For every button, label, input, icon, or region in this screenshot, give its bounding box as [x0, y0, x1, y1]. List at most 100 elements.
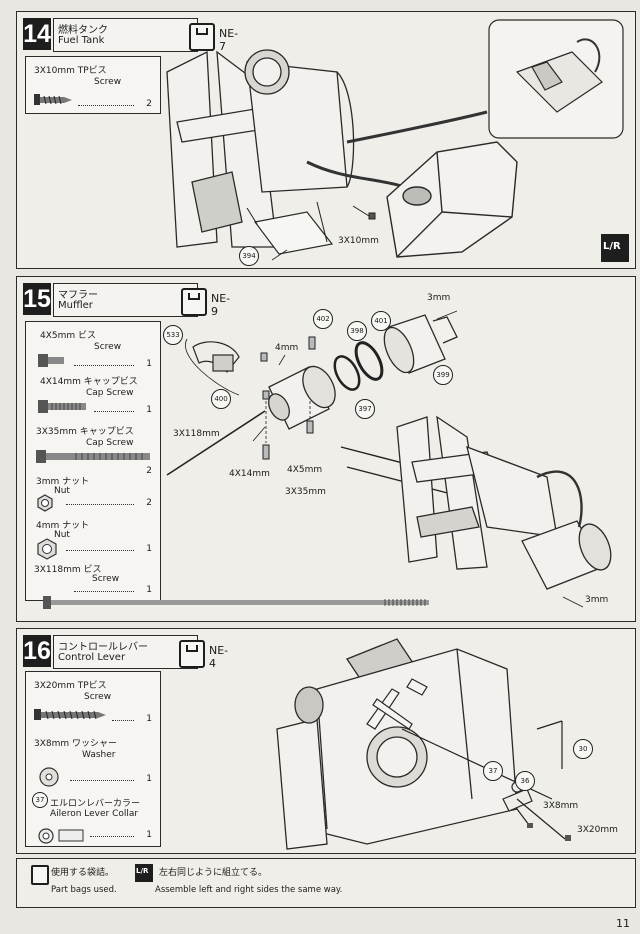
parts-list: 3X10mm TPビス Screw 2 [25, 56, 161, 114]
left-right-icon: L/R [601, 234, 629, 262]
screw-icon [38, 354, 64, 367]
screw-size-label: 3X118mm [173, 429, 220, 439]
fuel-tank-diagram [166, 19, 624, 261]
bag-code: NE-9 [211, 292, 231, 318]
part-name-en: Screw [84, 692, 112, 702]
control-lever-diagram [276, 638, 571, 850]
part-name-en: Cap Screw [86, 388, 134, 398]
quantity-leader [112, 720, 134, 721]
part-name-en: Screw [92, 574, 120, 584]
part-name-jp: 3X118mm ビス [34, 565, 102, 575]
part-callout: 30 [573, 739, 593, 759]
legend-lr-jp: 左右同じように組立てる。 [159, 868, 268, 878]
legend-footer: 使用する袋詰。 Part bags used. L/R 左右同じように組立てる。… [16, 858, 636, 908]
bag-code: NE-7 [219, 27, 239, 53]
part-quantity: 2 [146, 498, 152, 508]
tp-screw-icon [34, 94, 72, 105]
quantity-leader [74, 365, 134, 366]
part-name-en: Nut [54, 486, 70, 496]
part-quantity: 1 [146, 359, 152, 369]
step-title: 燃料タンク Fuel Tank [53, 18, 198, 52]
part-name-jp: 3X35mm キャップビス [36, 427, 134, 437]
part-quantity: 2 [146, 466, 152, 476]
legend-bag-jp: 使用する袋詰。 [51, 868, 115, 878]
muffler-diagram [166, 310, 612, 608]
part-quantity: 2 [146, 99, 152, 109]
step-title: コントロールレバー Control Lever [53, 635, 198, 669]
part-callout: 398 [347, 321, 367, 341]
quantity-leader [70, 780, 134, 781]
part-name-jp: 4X5mm ビス [40, 331, 97, 341]
step-15-panel: 15 マフラー Muffler NE-9 4X5mm ビス Screw 1 [16, 276, 636, 622]
part-name-en: Screw [94, 77, 122, 87]
part-callout: 533 [163, 325, 183, 345]
screw-size-label: 4X14mm [229, 469, 270, 479]
step-title: マフラー Muffler [53, 283, 198, 317]
step-number: 16 [23, 635, 51, 667]
collar-side-icon [58, 829, 84, 842]
part-quantity: 1 [146, 405, 152, 415]
part-quantity: 1 [146, 774, 152, 784]
cap-screw-icon [36, 450, 150, 463]
part-name-en: Nut [54, 530, 70, 540]
nut-size-label: 3mm [585, 595, 609, 605]
parts-list: 4X5mm ビス Screw 1 4X14mm キャップビス Cap Screw [25, 321, 161, 601]
part-callout: 394 [239, 246, 259, 266]
left-right-icon: L/R [135, 864, 153, 882]
quantity-leader [66, 504, 134, 505]
part-callout: 402 [313, 309, 333, 329]
part-callout: 37 [483, 761, 503, 781]
bag-code: NE-4 [209, 644, 229, 670]
part-callout: 401 [371, 311, 391, 331]
part-quantity: 1 [146, 544, 152, 554]
step-title-en: Control Lever [58, 652, 126, 663]
part-name-jp: 4X14mm キャップビス [40, 377, 138, 387]
screw-size-label: 3X20mm [577, 825, 618, 835]
nut-size-label: 4mm [275, 343, 299, 353]
lr-icon-text: L/R [136, 867, 149, 875]
part-name-en: Cap Screw [86, 438, 134, 448]
nut-icon [37, 538, 57, 560]
part-name-jp: エルロンレバーカラー [50, 799, 141, 809]
page-number: 11 [616, 917, 630, 930]
bag-icon [189, 23, 215, 51]
step-number: 14 [23, 18, 51, 50]
part-callout: 37 [32, 792, 48, 808]
collar-icon [38, 828, 54, 844]
part-name-jp: 3X10mm TPビス [34, 66, 107, 76]
step-title-en: Muffler [58, 300, 93, 311]
cap-screw-icon [38, 400, 86, 413]
step-14-panel: 14 燃料タンク Fuel Tank NE-7 3X10mm TPビス Scre… [16, 11, 636, 269]
part-name-jp: 3X20mm TPビス [34, 681, 107, 691]
washer-size-label: 3X8mm [543, 801, 579, 811]
legend-lr-en: Assemble left and right sides the same w… [155, 885, 343, 895]
quantity-leader [90, 836, 134, 837]
quantity-leader [66, 550, 134, 551]
part-quantity: 1 [146, 714, 152, 724]
bag-icon [31, 865, 49, 885]
part-callout: 36 [515, 771, 535, 791]
screw-size-label: 4X5mm [287, 465, 323, 475]
washer-icon [39, 767, 59, 787]
step-16-panel: 16 コントロールレバー Control Lever NE-4 3X20mm T… [16, 628, 636, 854]
step-title-jp: コントロールレバー [58, 642, 148, 653]
part-name-en: Aileron Lever Collar [50, 809, 139, 819]
quantity-leader [74, 591, 134, 592]
bag-icon [179, 640, 205, 668]
part-quantity: 1 [146, 830, 152, 840]
quantity-leader [78, 105, 134, 106]
part-name-jp: 3X8mm ワッシャー [34, 739, 118, 749]
quantity-leader [94, 411, 134, 412]
part-name-en: Washer [82, 750, 116, 760]
nut-size-label: 3mm [427, 293, 451, 303]
step-title-jp: 燃料タンク [58, 25, 108, 36]
tp-screw-icon [34, 709, 106, 720]
part-callout: 399 [433, 365, 453, 385]
long-screw-icon [43, 596, 429, 609]
part-name-jp: 3mm ナット [36, 477, 90, 487]
legend-bag-en: Part bags used. [51, 885, 117, 895]
lr-icon-text: L/R [603, 241, 621, 252]
part-quantity: 1 [146, 585, 152, 595]
part-name-en: Screw [94, 342, 122, 352]
